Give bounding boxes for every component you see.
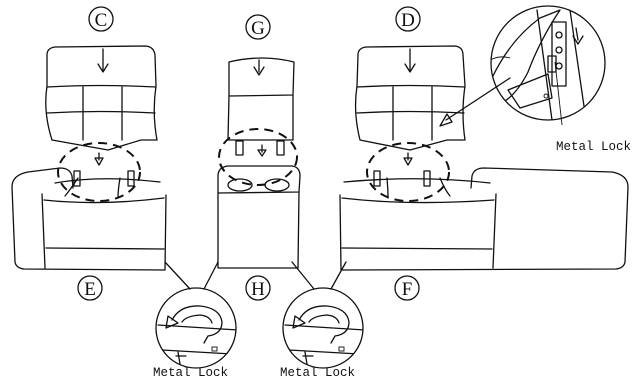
label-f-text: F [402, 279, 413, 300]
label-d-text: D [401, 10, 415, 31]
label-h-text: H [251, 279, 265, 300]
right-lock-rotation-callout [282, 261, 364, 369]
console-lock-highlight [218, 128, 298, 186]
left-seat-e [11, 152, 167, 271]
label-e: E [77, 275, 103, 301]
label-g: G [245, 14, 271, 40]
left-backrest-c [45, 45, 158, 151]
label-h: H [245, 275, 271, 301]
label-d: D [395, 6, 421, 32]
label-c-text: C [95, 10, 108, 31]
label-e-text: E [84, 279, 96, 300]
metal-lock-caption-bottom-right: Metal Lock [280, 366, 355, 380]
label-g-text: G [251, 18, 265, 39]
left-lock-highlight [57, 142, 141, 202]
right-seat-f [339, 152, 629, 271]
left-lock-rotation-callout [155, 261, 237, 369]
metal-lock-caption-bottom-left: Metal Lock [153, 366, 228, 380]
right-backrest-d [354, 45, 466, 151]
metal-lock-caption-right: Metal Lock [556, 140, 631, 154]
console-base-h [217, 165, 301, 269]
console-lid-g [227, 57, 295, 157]
right-lock-highlight [366, 142, 450, 202]
label-c: C [88, 6, 114, 32]
label-f: F [394, 275, 420, 301]
metal-lock-detail-callout [439, 5, 606, 127]
